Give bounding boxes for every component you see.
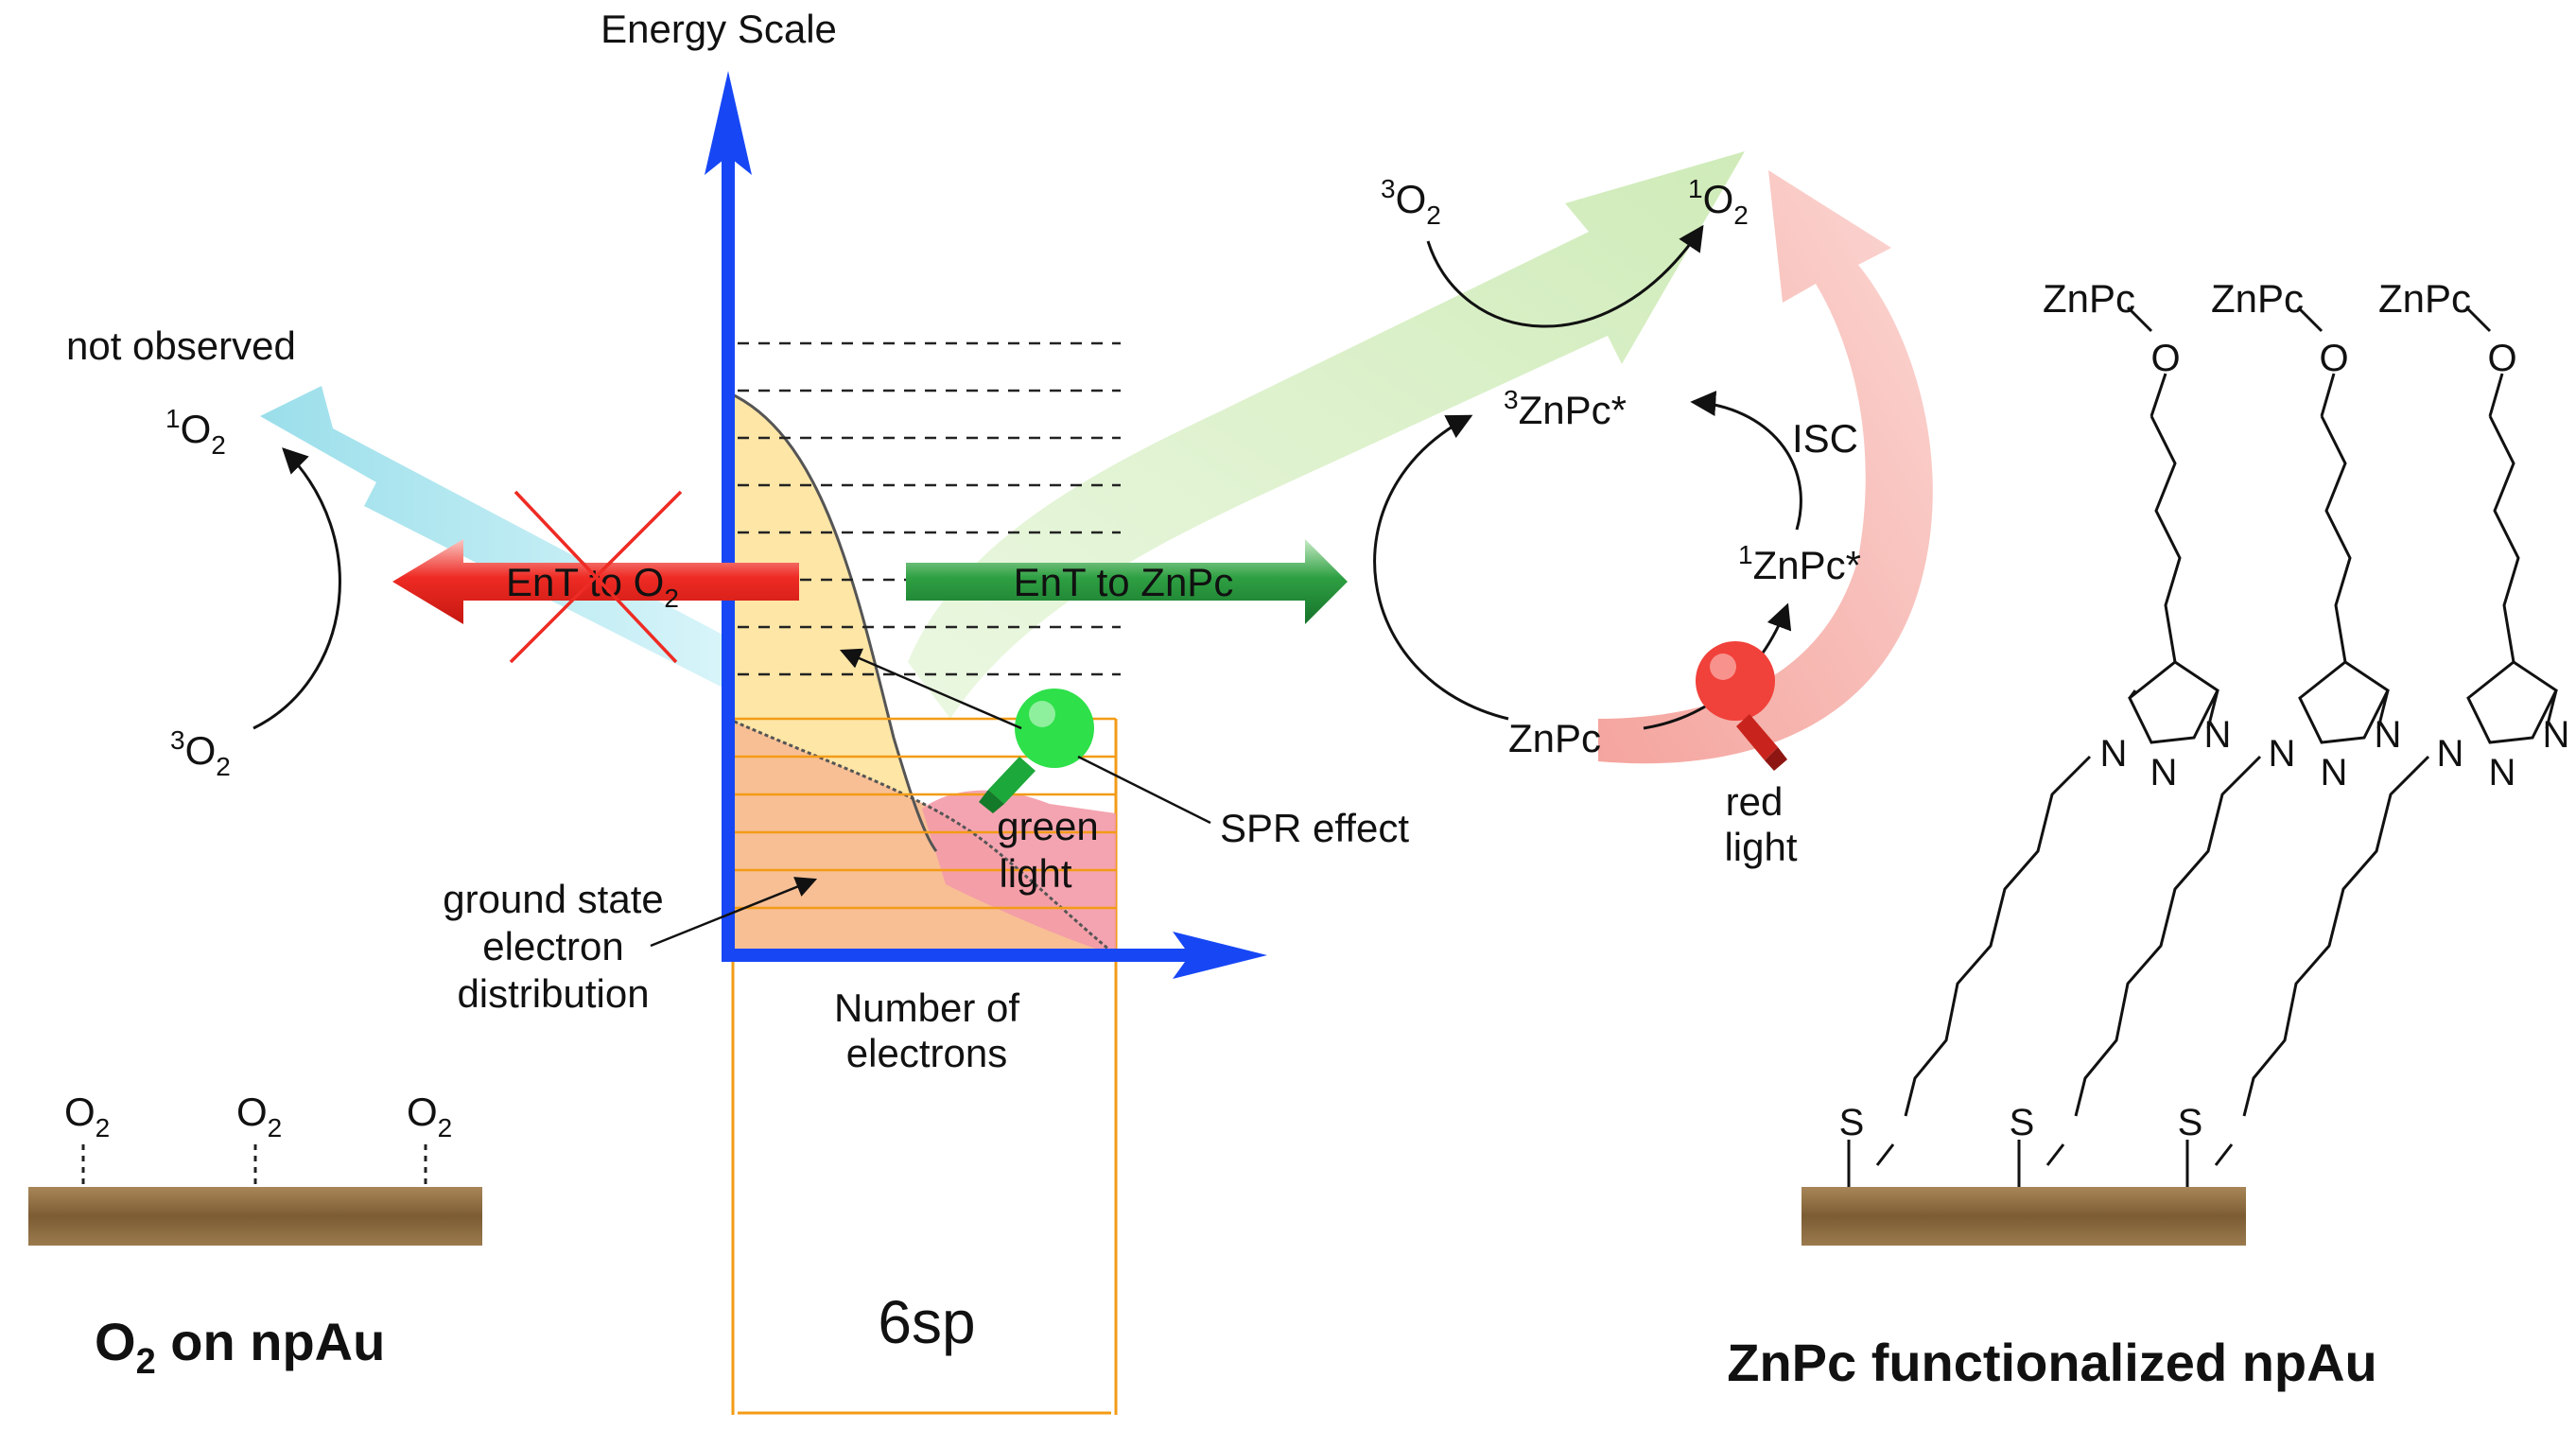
pale-green-energy-arrow — [908, 151, 1745, 719]
not-observed-label: not observed — [66, 323, 296, 368]
ground-state-pointer — [650, 877, 818, 948]
spr-pointer — [1077, 755, 1211, 825]
triplet-znpc-label: 3ZnPc* — [1504, 385, 1627, 432]
znpc-ground-label: ZnPc — [1508, 716, 1601, 760]
left-singlet-o2: 1O2 — [165, 404, 226, 460]
o2-surface-group: O2 O2 O2 — [28, 1090, 482, 1246]
ent-o2-sub: 2 — [664, 584, 679, 613]
spr-arrow — [839, 648, 1022, 730]
blocked-cross-icon — [509, 490, 683, 664]
n-atom-1a: N — [2100, 733, 2128, 775]
left-curved-arrow — [252, 447, 341, 730]
znpc-excitation-arrow — [1373, 414, 1509, 721]
surface-o2-2: O2 — [236, 1090, 282, 1142]
left-triplet-o2: 3O2 — [170, 725, 231, 781]
n-atom-3c: N — [2543, 714, 2570, 756]
electron-axis — [722, 932, 1267, 979]
n-atom-1c: N — [2204, 714, 2232, 756]
gold-surface-left — [28, 1187, 482, 1246]
o-atom-2: O — [2319, 338, 2348, 379]
ground-state-label-1: ground state — [443, 877, 664, 921]
s-atom-3: S — [2178, 1102, 2203, 1143]
n-atom-1b: N — [2150, 752, 2178, 793]
right-singlet-o2: 1O2 — [1688, 174, 1749, 230]
isc-arrow — [1690, 391, 1802, 531]
red-light-label-1: red — [1726, 779, 1784, 824]
energy-axis — [705, 71, 752, 960]
o-atom-3: O — [2487, 338, 2516, 379]
o2-sensitization-arrow — [1426, 224, 1704, 328]
molecular-structure — [1847, 305, 2558, 1187]
spr-effect-label: SPR effect — [1220, 806, 1409, 850]
gold-surface-right — [1801, 1187, 2246, 1246]
n-atom-2b: N — [2321, 752, 2348, 793]
ent-to-znpc-arrow: EnT to ZnPc — [906, 539, 1348, 624]
znpc-chain-2: ZnPc — [2211, 276, 2304, 321]
unoccupied-levels — [738, 341, 1121, 676]
green-light-label-1: green — [997, 804, 1098, 848]
right-caption: ZnPc functionalized npAu — [1727, 1333, 2377, 1392]
left-caption: O2 on npAu — [95, 1312, 385, 1382]
n-atom-3a: N — [2437, 733, 2464, 775]
znpc-chain-1: ZnPc — [2043, 276, 2135, 321]
structure-labels: ZnPc ZnPc ZnPc O O O N N N N N N N N N S… — [1839, 276, 2570, 1143]
x-axis-label-2: electrons — [846, 1031, 1007, 1075]
n-atom-3b: N — [2489, 752, 2516, 793]
o-atom-1: O — [2150, 338, 2180, 379]
n-atom-2c: N — [2375, 714, 2402, 756]
pink-excitation-arrow — [1598, 170, 1933, 764]
n-atom-2a: N — [2269, 733, 2296, 775]
right-triplet-o2: 3O2 — [1381, 174, 1441, 230]
ground-state-label-2: electron — [482, 924, 623, 968]
band-label: 6sp — [878, 1288, 975, 1356]
ent-znpc-text: EnT to ZnPc — [1014, 560, 1234, 604]
s-atom-1: S — [1839, 1102, 1865, 1143]
ground-state-label-3: distribution — [457, 971, 649, 1016]
surface-o2-3: O2 — [407, 1090, 452, 1142]
energy-scale-label: Energy Scale — [600, 7, 837, 51]
green-light-label-2: light — [999, 851, 1071, 896]
cyan-energy-arrow — [260, 386, 757, 700]
green-bulb-icon — [979, 689, 1094, 813]
isc-label: ISC — [1792, 416, 1858, 461]
red-bulb-icon — [1696, 641, 1787, 771]
singlet-znpc-label: 1ZnPc* — [1738, 540, 1861, 587]
znpc-chain-3: ZnPc — [2378, 276, 2471, 321]
x-axis-label-1: Number of — [834, 985, 1019, 1030]
s-atom-2: S — [2010, 1102, 2035, 1143]
surface-o2-1: O2 — [64, 1090, 110, 1142]
red-light-label-2: light — [1724, 825, 1797, 869]
